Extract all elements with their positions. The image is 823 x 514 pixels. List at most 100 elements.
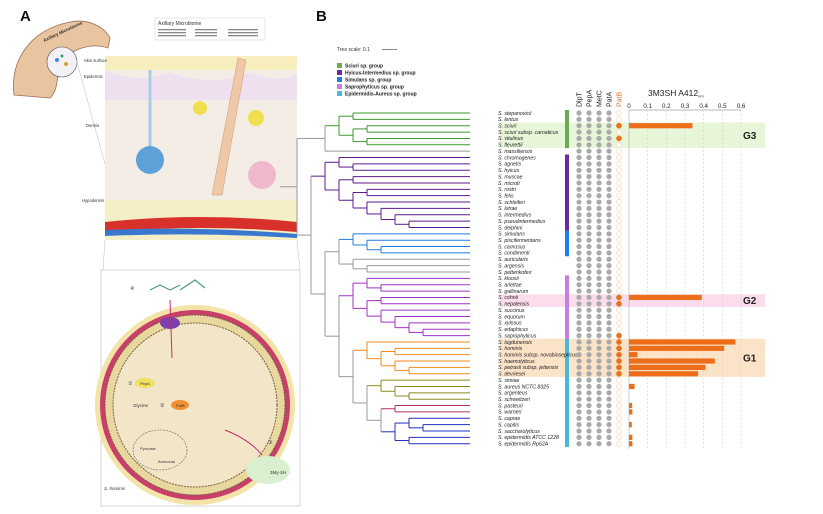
species-label: S. epidermidis ATCC 1228	[498, 435, 559, 441]
gene-presence-dot	[576, 110, 582, 116]
layer-skin-surface: Skin surface	[84, 58, 108, 63]
patb-presence-dot	[616, 154, 622, 161]
species-label: S. delphini	[498, 225, 523, 231]
patb-presence-dot	[616, 161, 622, 167]
patb-presence-dot	[616, 173, 622, 180]
bar	[629, 364, 706, 370]
species-label: S. xylosus	[498, 321, 522, 327]
gene-presence-dot	[596, 263, 602, 269]
gene-presence-dot	[576, 313, 582, 320]
patb-presence-dot	[616, 428, 622, 434]
species-label: S. felis	[498, 193, 514, 199]
gene-presence-dot	[576, 243, 582, 250]
gene-presence-dot	[596, 313, 602, 320]
x-tick-label: 0.4	[699, 103, 708, 110]
gene-presence-dot	[586, 402, 592, 409]
species-label: S. saprophyticus	[498, 333, 537, 339]
gene-presence-dot	[576, 282, 582, 288]
gene-presence-dot	[606, 402, 612, 409]
gene-presence-dot	[586, 422, 592, 428]
organism-label: S. hominis	[104, 486, 126, 491]
patb-presence-dot	[616, 122, 622, 129]
patb-presence-dot	[616, 243, 622, 250]
gene-presence-dot	[596, 415, 602, 421]
gene-presence-dot	[596, 288, 602, 294]
patb-presence-dot	[616, 358, 622, 364]
patb-presence-dot	[616, 351, 622, 358]
gene-presence-dot	[586, 434, 592, 440]
gene-presence-dot	[586, 313, 592, 320]
patb-presence-dot	[616, 300, 622, 307]
species-label: S. intermedius	[498, 213, 532, 219]
patb-presence-dot	[616, 389, 622, 396]
group-color-bar	[565, 230, 569, 257]
gene-presence-dot	[586, 263, 592, 269]
gene-presence-dot	[596, 224, 602, 231]
gene-column-header: PepA	[587, 90, 594, 107]
patb-presence-dot	[616, 339, 622, 345]
product-cloud	[246, 456, 290, 484]
gene-presence-dot	[586, 148, 592, 154]
group-label: G3	[743, 131, 757, 142]
gene-presence-dot	[586, 250, 592, 256]
layer-hypodermis: Hypodermis	[82, 198, 104, 203]
patb-presence-dot	[616, 211, 622, 218]
gene-presence-dot	[606, 116, 612, 122]
bar	[629, 383, 635, 390]
hair-follicle	[211, 57, 247, 196]
gene-presence-dot	[596, 352, 602, 358]
gene-presence-dot	[606, 282, 612, 288]
gene-presence-dot	[606, 345, 612, 351]
gene-presence-dot	[596, 123, 602, 129]
gene-presence-dot	[576, 301, 582, 307]
gene-presence-dot	[606, 250, 612, 256]
gene-presence-dot	[586, 167, 592, 173]
patb-presence-dot	[616, 364, 622, 371]
gene-presence-dot	[596, 186, 602, 192]
species-label: S. condimenti	[498, 251, 530, 257]
gene-presence-dot	[606, 231, 612, 237]
microbiome-legend-title: Axillary Microbiome	[158, 21, 202, 27]
legend-label: Saprophyticus sp. group	[345, 85, 404, 91]
gene-presence-dot	[576, 199, 582, 205]
group-color-bar	[565, 110, 569, 149]
patb-presence-dot	[616, 262, 622, 269]
gene-presence-dot	[576, 422, 582, 428]
gene-presence-dot	[596, 135, 602, 142]
gene-presence-dot	[586, 243, 592, 250]
species-label: S. kloosii	[498, 276, 520, 282]
species-label: S. vitulinus	[498, 136, 523, 142]
gene-presence-dot	[606, 383, 612, 390]
gene-presence-dot	[586, 275, 592, 281]
gene-presence-dot	[586, 212, 592, 218]
bar	[629, 339, 736, 345]
patb-presence-dot	[616, 370, 622, 377]
gene-presence-dot	[576, 345, 582, 351]
group-color-bar	[565, 338, 569, 448]
gene-presence-dot	[586, 415, 592, 421]
gene-presence-dot	[586, 333, 592, 339]
gene-presence-dot	[576, 339, 582, 345]
pepa-enzyme	[135, 378, 155, 388]
patb-presence-dot	[616, 116, 622, 123]
species-label: S. sciuri subsp. carnaticus	[498, 130, 559, 136]
species-label: S. cohnii	[498, 295, 519, 301]
gene-presence-dot	[606, 428, 612, 434]
gene-presence-dot	[606, 294, 612, 301]
svg-text:①: ①	[128, 381, 133, 387]
gene-presence-dot	[576, 352, 582, 358]
apocrine-gland	[248, 161, 276, 189]
bar	[629, 402, 633, 409]
gene-presence-dot	[596, 441, 602, 447]
gene-presence-dot	[576, 294, 582, 301]
svg-text:③: ③	[268, 440, 273, 446]
patb-presence-dot	[616, 135, 622, 142]
gene-presence-dot	[586, 205, 592, 211]
species-label: S. schleiferi	[498, 200, 526, 206]
svg-text:3My-SH: 3My-SH	[270, 470, 286, 475]
species-label: S. stepanovicii	[498, 111, 532, 117]
species-label: S. hyicus	[498, 168, 519, 174]
gene-column-header: DlpT	[577, 91, 584, 107]
gene-presence-dot	[586, 269, 592, 275]
gene-presence-dot	[576, 256, 582, 262]
